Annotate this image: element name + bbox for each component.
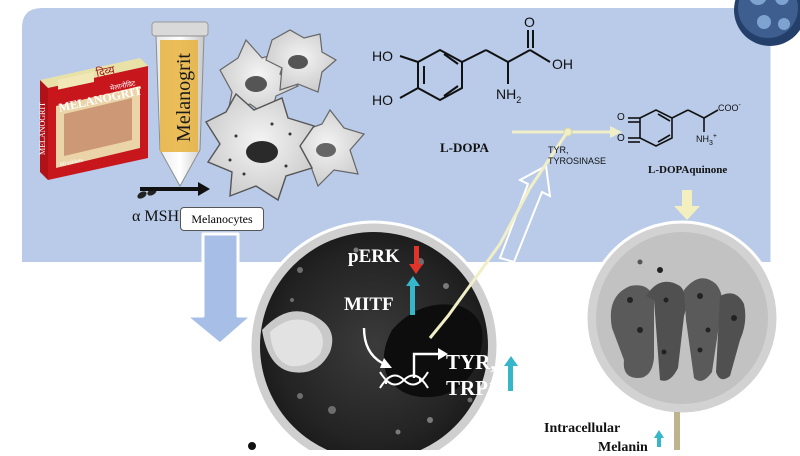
substrate-name: L-DOPA bbox=[440, 140, 489, 155]
nucleus-circle bbox=[248, 220, 500, 456]
product-name: L-DOPAquinone bbox=[648, 164, 728, 176]
down-arrow-icon bbox=[409, 246, 423, 274]
hollow-up-arrow bbox=[498, 164, 552, 264]
gene-label-2: TRP1 bbox=[446, 376, 499, 400]
quinone-down-arrow bbox=[674, 190, 700, 220]
melanosome-circle bbox=[584, 220, 780, 416]
mitf-label: MITF bbox=[344, 294, 394, 315]
big-down-arrow bbox=[184, 232, 254, 346]
stimulus-arrow-icon bbox=[140, 182, 210, 196]
melanocytes-cluster bbox=[204, 29, 366, 202]
dopa-amine: NH2 bbox=[496, 86, 522, 105]
up-arrow-icon bbox=[406, 276, 420, 315]
quinone-amine: NH3+ bbox=[696, 133, 717, 147]
corner-decoration bbox=[734, 0, 800, 46]
mitf-curve-arrow-icon bbox=[362, 327, 392, 368]
stimulus-label: α MSH bbox=[132, 208, 180, 225]
dna-icon bbox=[379, 371, 429, 389]
bottom-fragment bbox=[248, 442, 256, 450]
perk-label: pERK bbox=[348, 246, 400, 267]
reaction-arrow-icon bbox=[512, 126, 622, 138]
quinone-o-bottom: O bbox=[617, 133, 625, 144]
l-dopaquinone-structure bbox=[628, 109, 719, 147]
dopa-oh: OH bbox=[552, 56, 573, 72]
melanocytes-label: Melanocytes bbox=[180, 207, 264, 231]
pathway-line bbox=[428, 133, 568, 339]
tube-label: Melanogrit bbox=[172, 53, 195, 142]
enzyme-line-2: TYROSINASE bbox=[548, 156, 607, 166]
gene-label-1: TYR, bbox=[446, 350, 496, 374]
outcome-line-2: Melanin bbox=[598, 440, 648, 455]
quinone-coo: COO- bbox=[718, 102, 741, 113]
up-arrow-icon bbox=[504, 356, 518, 391]
enzyme-line-1: TYR, bbox=[548, 145, 569, 155]
dopa-carbonyl: O bbox=[524, 14, 535, 30]
up-arrow-icon bbox=[654, 430, 664, 447]
gene-arrow-icon bbox=[412, 348, 448, 378]
quinone-o-top: O bbox=[617, 112, 625, 123]
background-panel bbox=[22, 8, 772, 262]
dopa-ho-bottom: HO bbox=[372, 92, 393, 108]
product-box bbox=[40, 58, 148, 180]
product-tube bbox=[151, 21, 209, 188]
melanosome-stem bbox=[674, 412, 680, 450]
outcome-line-1: Intracellular bbox=[544, 421, 621, 436]
box-side-label: MELANOGRIT bbox=[37, 102, 47, 155]
l-dopa-structure bbox=[399, 30, 551, 102]
dopa-ho-top: HO bbox=[372, 48, 393, 64]
